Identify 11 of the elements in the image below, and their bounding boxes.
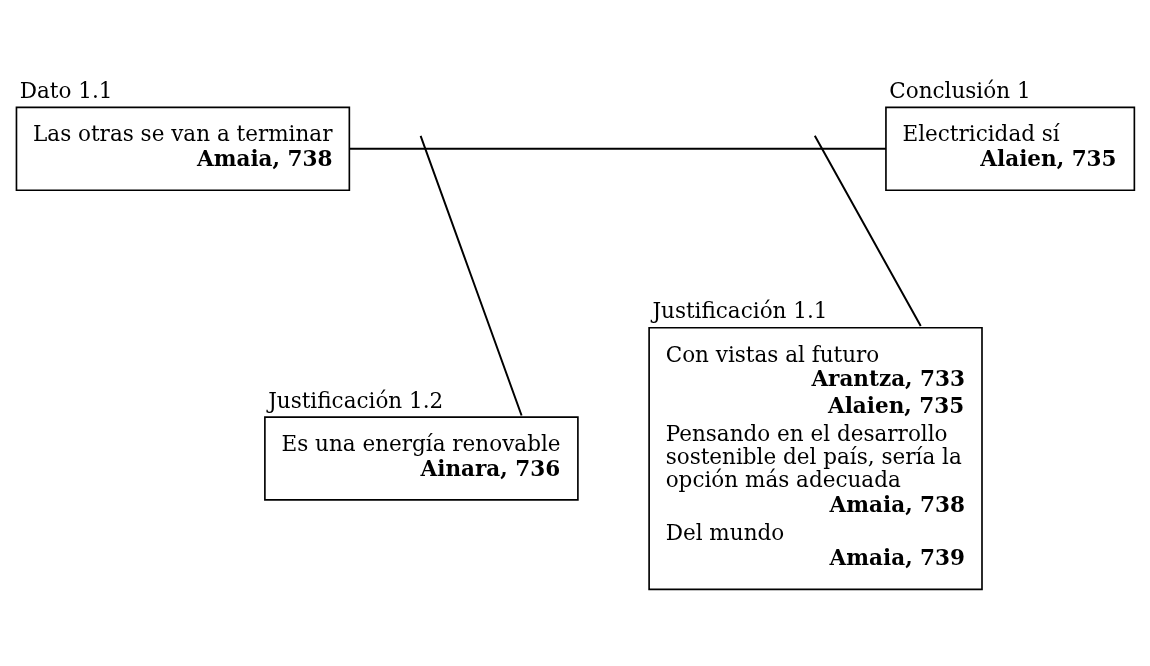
- node-box: Las otras se van a terminar Amaia, 738: [15, 106, 351, 191]
- node-box: Con vistas al futuro Arantza, 733 Alaien, 735 Pensando en el desarrollo sostenible del país, sería la opción más adecuada Amaia, 738 Del mundo Amaia, 739: [648, 326, 983, 590]
- connector: [348, 147, 887, 150]
- node-label: Justificación 1.2: [268, 387, 444, 413]
- node-box: Es una energía renovable Ainara, 736: [264, 415, 579, 501]
- node-label: Dato 1.1: [19, 77, 113, 103]
- connector: [813, 134, 922, 327]
- connector: [419, 134, 523, 416]
- node-label: Conclusión 1: [889, 77, 1031, 103]
- node-label: Justificación 1.1: [652, 297, 828, 323]
- node-box: Electricidad sí Alaien, 735: [885, 106, 1136, 191]
